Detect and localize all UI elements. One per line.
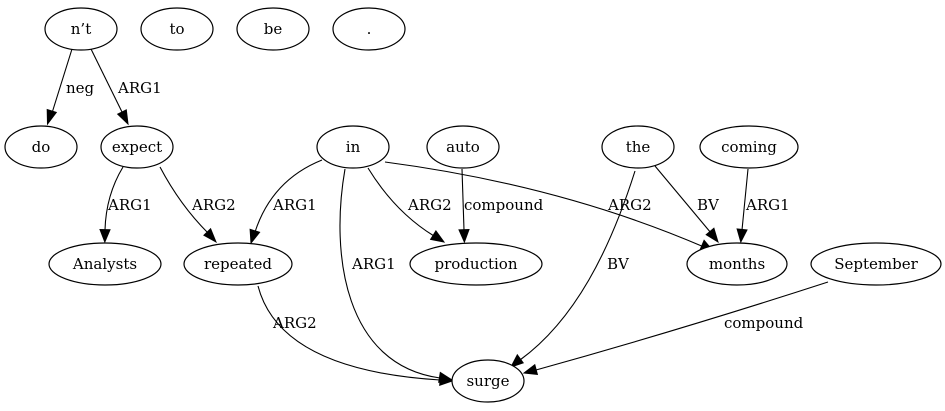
edge-label-arg1: ARG1 xyxy=(117,79,162,97)
edge-expect-analysts: ARG1 xyxy=(99,166,152,244)
edge-the-surge: BV xyxy=(509,170,636,368)
node-label: September xyxy=(834,255,918,273)
edge-the-months: BV xyxy=(654,165,720,244)
edge-label-arg2: ARG2 xyxy=(407,196,452,214)
edge-label-arg2: ARG2 xyxy=(191,196,236,214)
node-label: in xyxy=(346,138,361,156)
edge-in-repeated: ARG1 xyxy=(249,159,323,245)
edge-expect-repeated: ARG2 xyxy=(159,166,236,244)
node-label: do xyxy=(32,138,51,156)
node-label: months xyxy=(709,255,765,273)
edge-label-arg2: ARG2 xyxy=(272,314,317,332)
node-label: Analysts xyxy=(72,255,137,273)
node-months: months xyxy=(686,242,788,286)
node-expect: expect xyxy=(100,125,174,169)
node-label: n’t xyxy=(71,20,91,38)
node-label: to xyxy=(169,20,184,38)
edge-auto-production: compound xyxy=(458,168,544,244)
edge-nt-expect: ARG1 xyxy=(90,48,162,126)
node-production: production xyxy=(409,242,543,286)
edge-label-arg1: ARG1 xyxy=(272,196,317,214)
edge-label-neg: neg xyxy=(66,79,95,97)
node-in: in xyxy=(316,125,390,169)
node-label: the xyxy=(626,138,651,156)
edge-label-compound: compound xyxy=(724,314,804,332)
node-surge: surge xyxy=(451,359,525,403)
node-coming: coming xyxy=(699,125,799,169)
node-label: auto xyxy=(446,138,480,156)
node-label: be xyxy=(264,20,283,38)
node-label: coming xyxy=(721,138,777,156)
node-september: September xyxy=(810,242,942,286)
node-analysts: Analysts xyxy=(48,242,162,286)
edge-in-production: ARG2 xyxy=(367,167,452,243)
node-auto: auto xyxy=(426,125,500,169)
edge-label-bv: BV xyxy=(607,255,630,273)
node-do: do xyxy=(4,125,78,169)
node-repeated: repeated xyxy=(183,242,293,286)
edge-label-compound: compound xyxy=(464,196,544,214)
node-label: expect xyxy=(112,138,162,156)
edge-repeated-surge: ARG2 xyxy=(257,285,454,387)
edge-label-arg1: ARG1 xyxy=(351,255,396,273)
node-label: repeated xyxy=(204,255,272,273)
node-dot: . xyxy=(332,7,406,51)
edge-coming-months: ARG1 xyxy=(736,168,790,244)
edge-label-arg2: ARG2 xyxy=(607,196,652,214)
node-be: be xyxy=(236,7,310,51)
node-label: surge xyxy=(466,372,509,390)
edge-september-surge: compound xyxy=(522,281,829,375)
edge-in-surge: ARG1 xyxy=(339,168,454,383)
edge-label-arg1: ARG1 xyxy=(745,196,790,214)
node-label: . xyxy=(367,20,372,38)
node-nt: n’t xyxy=(44,7,118,51)
edge-nt-do: neg xyxy=(46,48,95,126)
edge-label-bv: BV xyxy=(697,196,720,214)
edge-label-arg1: ARG1 xyxy=(107,196,152,214)
node-label: production xyxy=(435,255,518,273)
node-the: the xyxy=(601,125,675,169)
node-to: to xyxy=(140,7,214,51)
